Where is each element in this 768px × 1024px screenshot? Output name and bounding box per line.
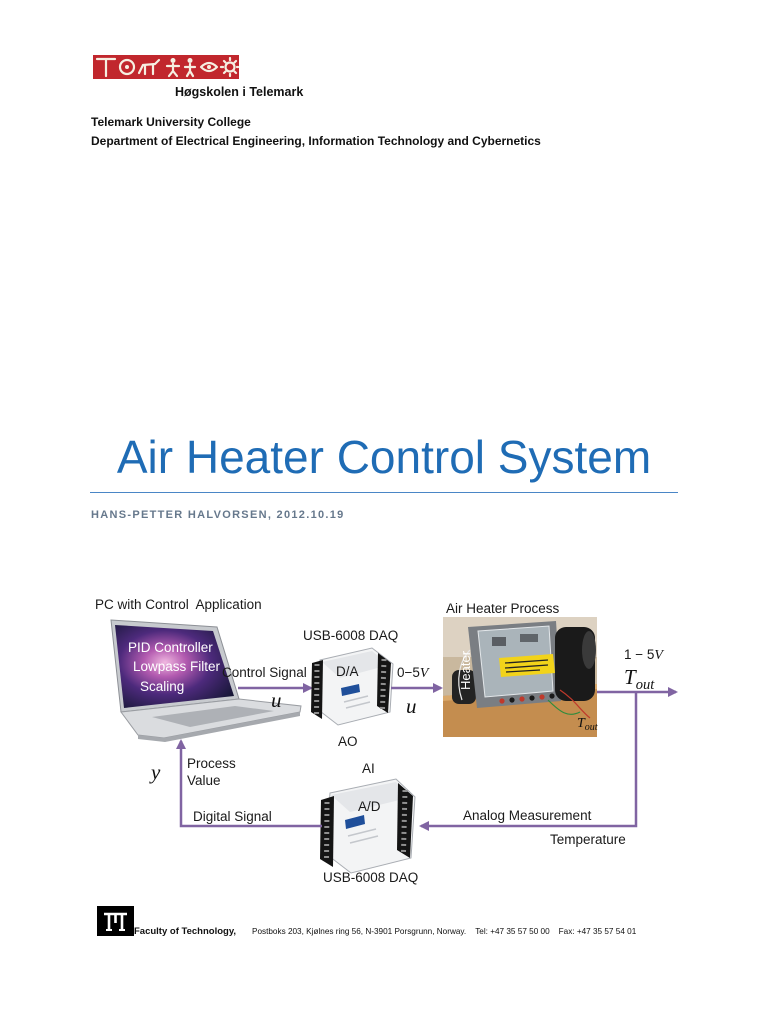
laptop-image: PID Controller Lowpass Filter Scaling [110, 619, 302, 742]
analog-measurement-arrow [419, 692, 638, 831]
tout-symbol: Tout [624, 665, 655, 693]
u-symbol-right: u [406, 694, 417, 718]
faculty-logo [97, 906, 134, 936]
digital-signal-label: Digital Signal [193, 809, 272, 824]
phone-number: Tel: +47 35 57 50 00 [475, 927, 550, 936]
institution-name: Telemark University College [91, 115, 251, 129]
analog-measurement-label: Analog Measurement [463, 808, 592, 823]
logo-wordmark: Høgskolen i Telemark [175, 85, 304, 99]
temperature-label: Temperature [550, 832, 626, 847]
college-logo-banner [93, 55, 239, 79]
department-name: Department of Electrical Engineering, In… [91, 134, 541, 148]
laptop-screen [115, 625, 234, 708]
daq-top-label: USB-6008 DAQ [303, 628, 398, 643]
process-value-label-line1: Process [187, 756, 236, 771]
ai-label: AI [362, 761, 375, 776]
fax-number: Fax: +47 35 57 54 01 [558, 927, 637, 936]
usb-6008-daq-input-device [320, 778, 416, 874]
ao-label: AO [338, 734, 358, 749]
input-range-label: 1 − 5V [624, 647, 664, 663]
screen-line-pid-controller: PID Controller [128, 640, 213, 655]
heater-label: Heater [458, 650, 473, 690]
faculty-name: Faculty of Technology, [134, 926, 237, 937]
air-heater-process-label: Air Heater Process [446, 601, 560, 616]
postal-address: Postboks 203, Kjølnes ring 56, N-3901 Po… [252, 927, 467, 936]
control-system-diagram: PC with Control Application USB-6008 DAQ… [95, 597, 678, 885]
ni-logo-icon [341, 684, 360, 696]
da-label: D/A [336, 664, 359, 679]
author-date-line: HANS-PETTER HALVORSEN, 2012.10.19 [91, 509, 345, 521]
daq-bottom-label: USB-6008 DAQ [323, 870, 418, 885]
u-symbol-left: u [271, 688, 282, 712]
output-range-label: 0−5V [397, 665, 430, 681]
y-symbol: y [149, 760, 161, 784]
pc-label: PC with Control Application [95, 597, 262, 612]
ad-label: A/D [358, 799, 381, 814]
usb-6008-daq-output-device [311, 647, 394, 726]
ni-logo-icon [345, 815, 365, 829]
process-value-label-line2: Value [187, 773, 221, 788]
title-divider [90, 492, 678, 493]
screen-line-scaling: Scaling [140, 679, 184, 694]
tout-photo-label: Tout [577, 716, 598, 733]
control-signal-label: Control Signal [222, 665, 307, 680]
digital-signal-arrow [176, 739, 322, 828]
screen-line-lowpass-filter: Lowpass Filter [133, 659, 221, 674]
footer-contact: Faculty of Technology, Postboks 203, Kjøl… [134, 924, 636, 938]
document-title: Air Heater Control System [116, 431, 652, 483]
air-heater-photo: Heater [443, 617, 597, 737]
